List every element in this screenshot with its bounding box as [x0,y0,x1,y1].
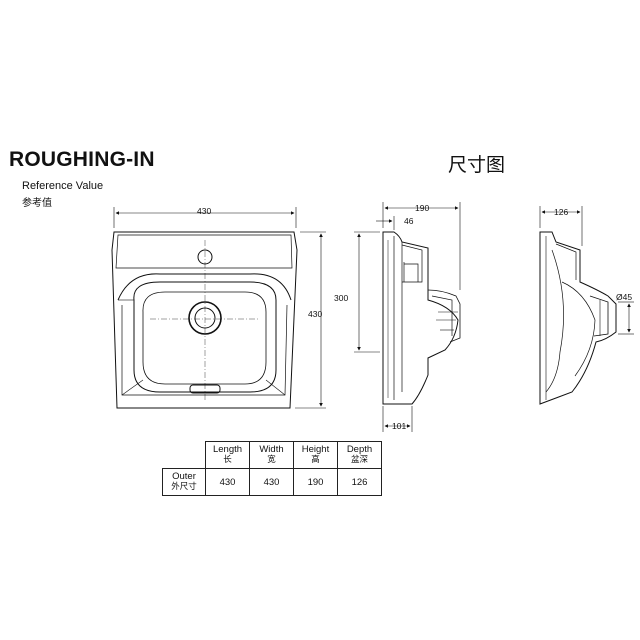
basin-deck [115,234,293,269]
end-body-outline [539,231,617,405]
basin-outer-outline [111,231,298,409]
reference-label: Reference Value [22,180,104,192]
basin-side-walls [121,304,288,396]
header-depth: Depth 盆深 [337,441,382,469]
front-view [111,207,326,409]
header-width-cn: 宽 [267,455,276,465]
header-height: Height 高 [293,441,338,469]
end-depth-label: 126 [554,207,568,217]
row-label-outer: Outer 外尺寸 [162,468,206,496]
value-length: 430 [205,468,250,496]
drain [188,301,222,335]
header-width: Width 宽 [249,441,294,469]
header-width-en: Width [259,444,284,455]
table-header-row: Length 长 Width 宽 Height 高 Depth 盆深 [162,441,382,469]
side-height-label: 300 [334,293,348,303]
front-height-label: 430 [308,309,322,319]
front-width-label: 430 [197,206,211,216]
end-drain-label: Ø45 [616,292,632,302]
row-label-en: Outer [172,471,196,482]
value-width: 430 [249,468,294,496]
value-height: 190 [293,468,338,496]
bowl-inner [142,291,267,385]
side-body-outline [382,231,459,405]
header-length-cn: 长 [223,455,232,465]
page-title: ROUGHING-IN [9,148,155,171]
row-label-cn: 外尺寸 [171,482,197,492]
reference-label-cn: 参考值 [22,198,52,209]
header-depth-en: Depth [346,444,373,455]
table-row: Outer 外尺寸 430 430 190 126 [162,468,382,496]
value-depth: 126 [337,468,382,496]
side-bottom-label: 101 [392,421,406,431]
header-height-cn: 高 [311,455,320,465]
header-length-en: Length [212,444,243,455]
header-height-en: Height [301,444,330,455]
side-flange-label: 46 [404,216,414,226]
side-depth-label: 190 [415,203,429,213]
page-title-cn: 尺寸图 [448,154,506,176]
header-depth-cn: 盆深 [350,455,368,465]
table-corner [162,441,206,469]
side-view [354,202,461,432]
dimensions-table: Length 长 Width 宽 Height 高 Depth 盆深 Outer… [162,441,382,496]
end-view [539,206,634,405]
tap-hole [197,249,213,265]
header-length: Length 长 [205,441,250,469]
overflow-slot [189,384,221,394]
bowl-outer [133,281,277,393]
basin-shoulder [117,273,292,301]
